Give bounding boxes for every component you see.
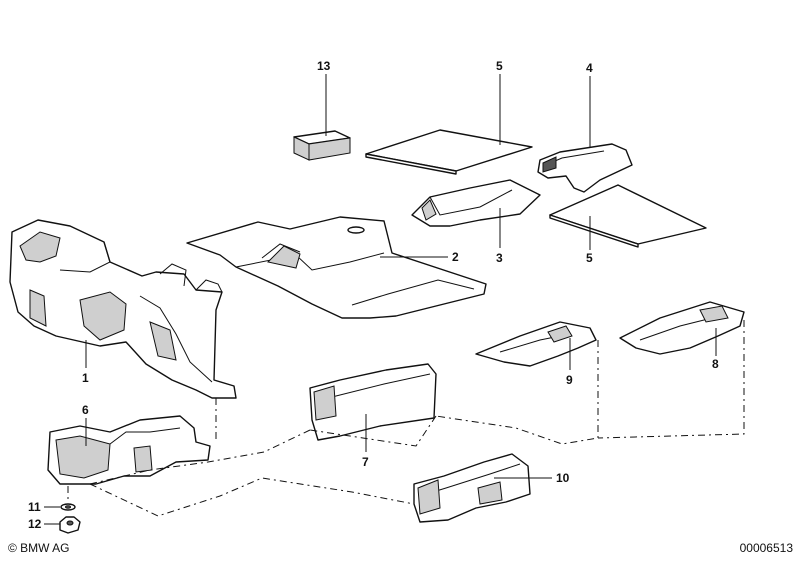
callout-9: 9	[566, 373, 573, 387]
part-10-insulation	[413, 453, 531, 523]
part-8-insulation	[619, 301, 745, 355]
leader-lines	[44, 74, 717, 525]
assembly-dash-lines	[67, 320, 745, 517]
part-12-nut	[59, 516, 81, 534]
callout-2: 2	[452, 250, 459, 264]
callout-10: 10	[556, 471, 570, 485]
part-5-upper-mat	[365, 129, 533, 175]
callout-4: 4	[586, 61, 593, 75]
callout-12: 12	[28, 517, 42, 531]
part-2-floor-insulation	[186, 216, 487, 319]
callout-6: 6	[82, 403, 89, 417]
copyright-text: © BMW AG	[8, 541, 70, 555]
part-4-insulation	[537, 143, 633, 193]
part-13-foam-block	[293, 130, 351, 161]
part-3-tunnel-insulation	[411, 179, 541, 227]
callout-11: 11	[28, 500, 41, 514]
callout-13: 13	[317, 59, 331, 73]
callout-7: 7	[362, 455, 369, 469]
callout-8: 8	[712, 357, 719, 371]
callout-5-upper: 5	[496, 59, 503, 73]
callout-5-lower: 5	[586, 251, 593, 265]
callout-1: 1	[82, 371, 89, 385]
part-5-lower-mat	[549, 184, 707, 248]
part-11-washer	[60, 503, 76, 511]
part-7-tunnel-insulation	[309, 363, 437, 441]
part-9-insulation	[475, 321, 597, 367]
diagram-number: 00006513	[740, 541, 794, 555]
part-6-insulation	[47, 415, 211, 485]
part-1-front-insulation	[9, 219, 237, 399]
callout-3: 3	[496, 251, 503, 265]
callout-labels: 13 5 4 2 3 5 1 9 8 6 7 10 11 12	[28, 59, 719, 531]
